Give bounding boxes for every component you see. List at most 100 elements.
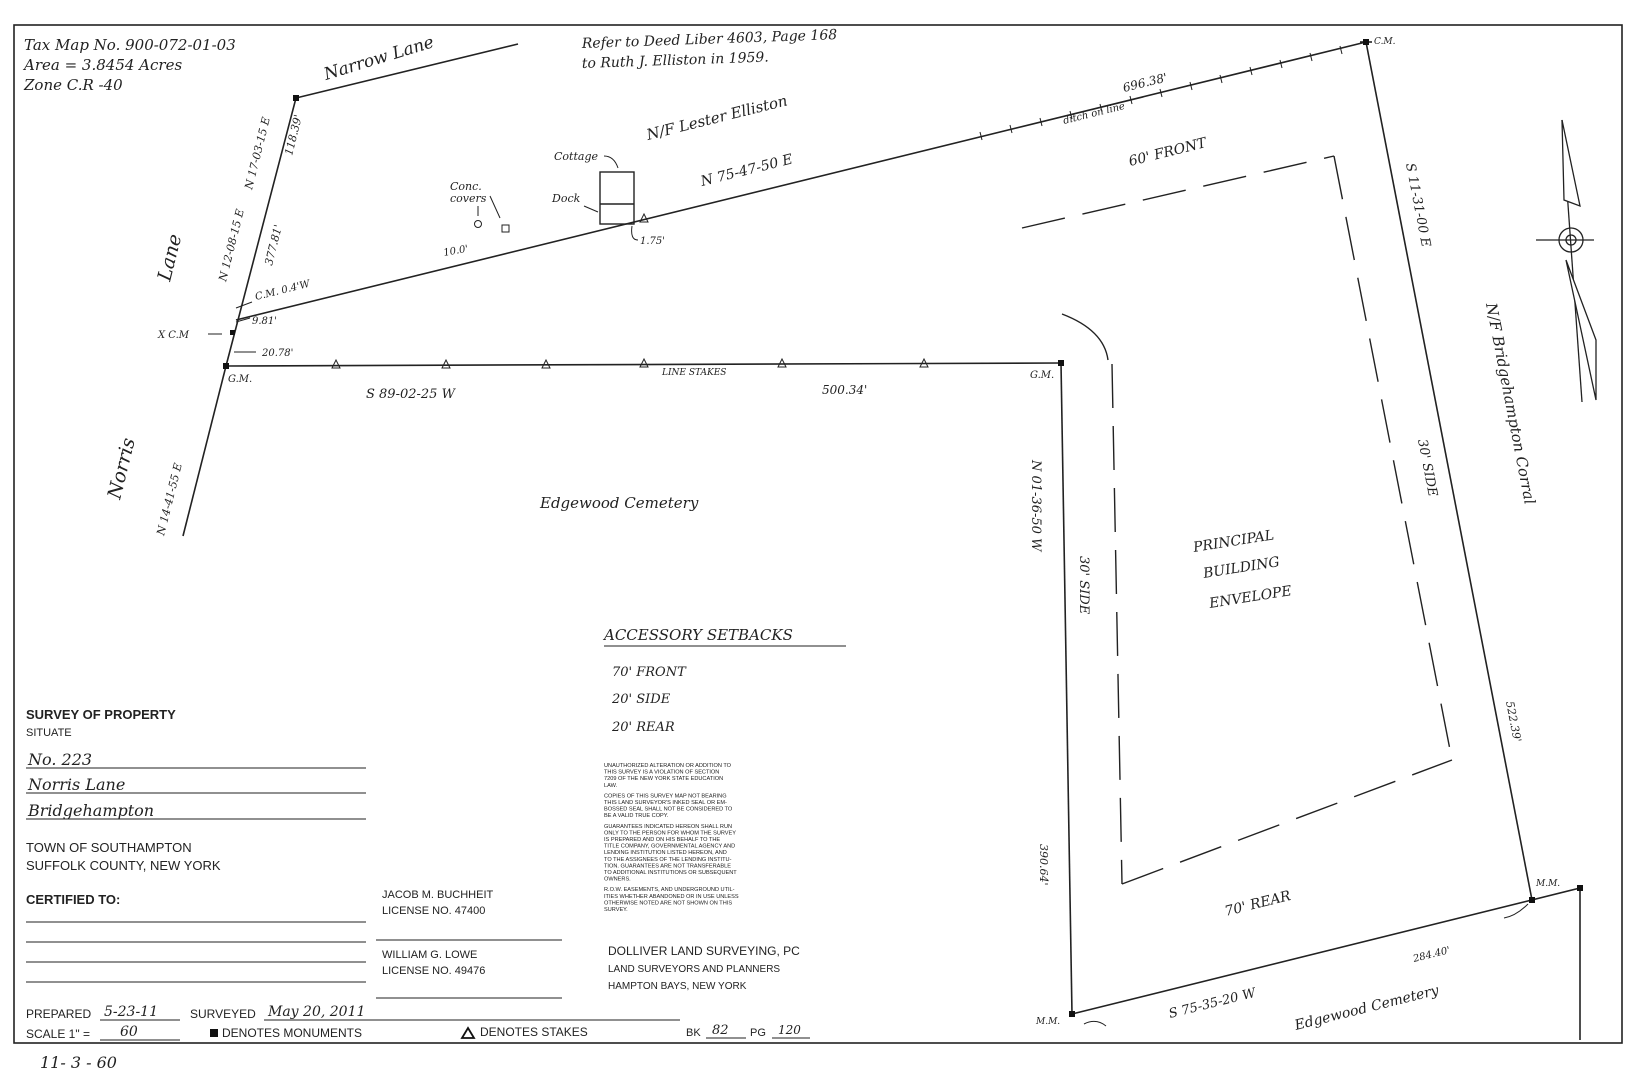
stakes-legend: DENOTES STAKES <box>480 1025 588 1039</box>
surveyed-label: SURVEYED <box>190 1007 256 1021</box>
bearing-n14: N 14-41-55 E <box>154 462 185 538</box>
cottage <box>599 171 635 225</box>
legal-note-line: IS PREPARED AND ON HIS BEHALF TO THE <box>604 837 720 843</box>
dist-284: 284.40' <box>1411 945 1451 965</box>
monuments-legend: DENOTES MONUMENTS <box>222 1026 362 1040</box>
middle-line <box>225 362 1062 367</box>
accessory-rear: 20' REAR <box>611 720 675 735</box>
monument-symbol <box>210 1029 218 1037</box>
legal-note-line: TO ADDITIONAL INSTITUTIONS OR SUBSEQUENT <box>604 870 737 876</box>
dist-1-75-leader <box>631 225 639 241</box>
principal-label-3: ENVELOPE <box>1207 583 1293 612</box>
title-block: SURVEY OF PROPERTY SITUATE No. 223 Norri… <box>26 707 800 999</box>
dist-10-0: 10.0' <box>443 244 470 259</box>
norris-label: Norris <box>103 435 140 502</box>
side-30-east-label: 30' SIDE <box>1414 438 1440 498</box>
legal-note-line: UNAUTHORIZED ALTERATION OR ADDITION TO <box>604 763 732 769</box>
lane-label: Lane <box>153 232 186 284</box>
legal-note-line: TION. GUARANTEES ARE NOT TRANSFERABLE <box>604 863 731 869</box>
accessory-title: ACCESSORY SETBACKS <box>602 626 793 644</box>
zone-note: Zone C.R -40 <box>23 76 123 94</box>
dist-522: 522.39' <box>1503 700 1524 743</box>
line-stakes-label: LINE STAKES <box>661 368 726 378</box>
legal-note-line: BOSSED SEAL SHALL NOT BE CONSIDERED TO <box>604 807 733 813</box>
accessory-setbacks: ACCESSORY SETBACKS 70' FRONT 20' SIDE 20… <box>602 626 846 735</box>
legal-note-line: TO THE ASSIGNEES OF THE LENDING INSTITU- <box>604 857 732 863</box>
legal-note-line: GUARANTEES INDICATED HEREON SHALL RUN <box>604 824 732 830</box>
footer: PREPARED 5-23-11 SURVEYED May 20, 2011 S… <box>26 1004 810 1072</box>
area-note: Area = 3.8454 Acres <box>22 56 182 74</box>
west-line-lower <box>182 365 227 537</box>
mm-label-east: M.M. <box>1535 879 1560 889</box>
surveyor-2-license: LICENSE NO. 49476 <box>382 965 485 977</box>
town-line: TOWN OF SOUTHAMPTON <box>26 840 192 855</box>
firm-location: HAMPTON BAYS, NEW YORK <box>608 981 747 992</box>
gm-label-east: G.M. <box>1030 370 1054 381</box>
accessory-front: 70' FRONT <box>612 665 687 680</box>
legal-note-line: LAW. <box>604 783 618 789</box>
bearing-s11: S 11-31-00 E <box>1402 162 1433 249</box>
tax-map-number: Tax Map No. 900-072-01-03 <box>24 36 236 54</box>
legal-note-line: OTHERWISE NOTED ARE NOT SHOWN ON THIS <box>604 900 732 906</box>
situate: SITUATE <box>26 727 72 739</box>
conc-cover-square <box>501 224 510 233</box>
conc-covers-label-2: covers <box>450 192 487 205</box>
gm-label-west: G.M. <box>228 374 252 385</box>
sheet-border <box>13 24 1623 1044</box>
scale-label: SCALE 1" = <box>26 1027 90 1041</box>
legal-notes: UNAUTHORIZED ALTERATION OR ADDITION TO TH… <box>604 763 739 913</box>
building-envelope <box>1021 155 1453 885</box>
bk-label: BK <box>686 1027 701 1039</box>
legal-note-line: ONLY TO THE PERSON FOR WHOM THE SURVEY <box>604 830 736 836</box>
bk-value: 82 <box>712 1023 729 1038</box>
ditch-label: ditch on line <box>1062 101 1126 127</box>
surveyor-2-name: WILLIAM G. LOWE <box>382 949 477 961</box>
bottom-note: 11- 3 - 60 <box>40 1053 117 1072</box>
envelope-corner-arc <box>1061 313 1109 361</box>
dock-label: Dock <box>551 192 581 205</box>
dock-arrow <box>583 205 599 213</box>
surveyor-1-license: LICENSE NO. 47400 <box>382 905 485 917</box>
dist-20-78: 20.78' <box>261 348 293 359</box>
dist-9-81: 9.81' <box>252 316 277 327</box>
firm-subtitle: LAND SURVEYORS AND PLANNERS <box>608 964 780 975</box>
north-arrow-icon <box>1536 119 1597 403</box>
side-30-west-label: 30' SIDE <box>1076 556 1091 615</box>
cottage-arrow <box>603 155 619 169</box>
ditch-ticks <box>979 45 1343 141</box>
stake-symbol <box>460 1026 476 1039</box>
deed-note-2: to Ruth J. Elliston in 1959. <box>582 49 769 72</box>
monuments <box>223 39 1583 1017</box>
scale-value: 60 <box>120 1024 138 1040</box>
edgewood-cemetery-center: Edgewood Cemetery <box>539 494 699 512</box>
county-line: SUFFOLK COUNTY, NEW YORK <box>26 858 221 873</box>
dist-696: 696.38' <box>1121 70 1168 95</box>
legal-note-line: COPIES OF THIS SURVEY MAP NOT BEARING <box>604 793 727 799</box>
pg-value: 120 <box>778 1023 801 1037</box>
dist-390: 390.64' <box>1037 844 1050 886</box>
legal-note-line: BE A VALID TRUE COPY. <box>604 813 669 819</box>
mm-label-south: M.M. <box>1035 1017 1060 1027</box>
bearing-n01: N 01-36-50 W <box>1028 459 1043 553</box>
bearing-s89: S 89-02-25 W <box>366 387 457 402</box>
rear-70-label: 70' REAR <box>1223 888 1293 920</box>
legal-note-line: TITLE COMPANY, GOVERNMENTAL AGENCY AND <box>604 844 735 850</box>
bearing-n75: N 75-47-50 E <box>698 152 794 191</box>
legal-note-line: R.O.W. EASEMENTS, AND UNDERGROUND UTIL- <box>604 887 735 893</box>
legal-note-line: SURVEY. <box>604 907 628 913</box>
legal-note-line: OWNERS. <box>604 877 631 883</box>
cm-label-ne: C.M. <box>1374 37 1396 47</box>
conc-cover-round <box>474 220 482 228</box>
property-lines <box>182 41 1581 1040</box>
cm-offset-label: C.M. 0.4'W <box>254 279 312 303</box>
prepared-label: PREPARED <box>26 1007 91 1021</box>
north-line <box>235 41 1367 321</box>
dist-1-75: 1.75' <box>640 236 665 247</box>
pg-label: PG <box>750 1027 766 1039</box>
header-notes: Tax Map No. 900-072-01-03 Area = 3.8454 … <box>22 27 837 94</box>
bearing-n12: N 12-08-15 E <box>216 208 247 284</box>
address-line-2: Norris Lane <box>27 775 125 794</box>
nf-bridgehampton-label: N/F Bridgehampton Corral <box>1482 300 1539 506</box>
legal-note-line: THIS LAND SURVEYOR'S INKED SEAL OR EM- <box>604 800 727 806</box>
